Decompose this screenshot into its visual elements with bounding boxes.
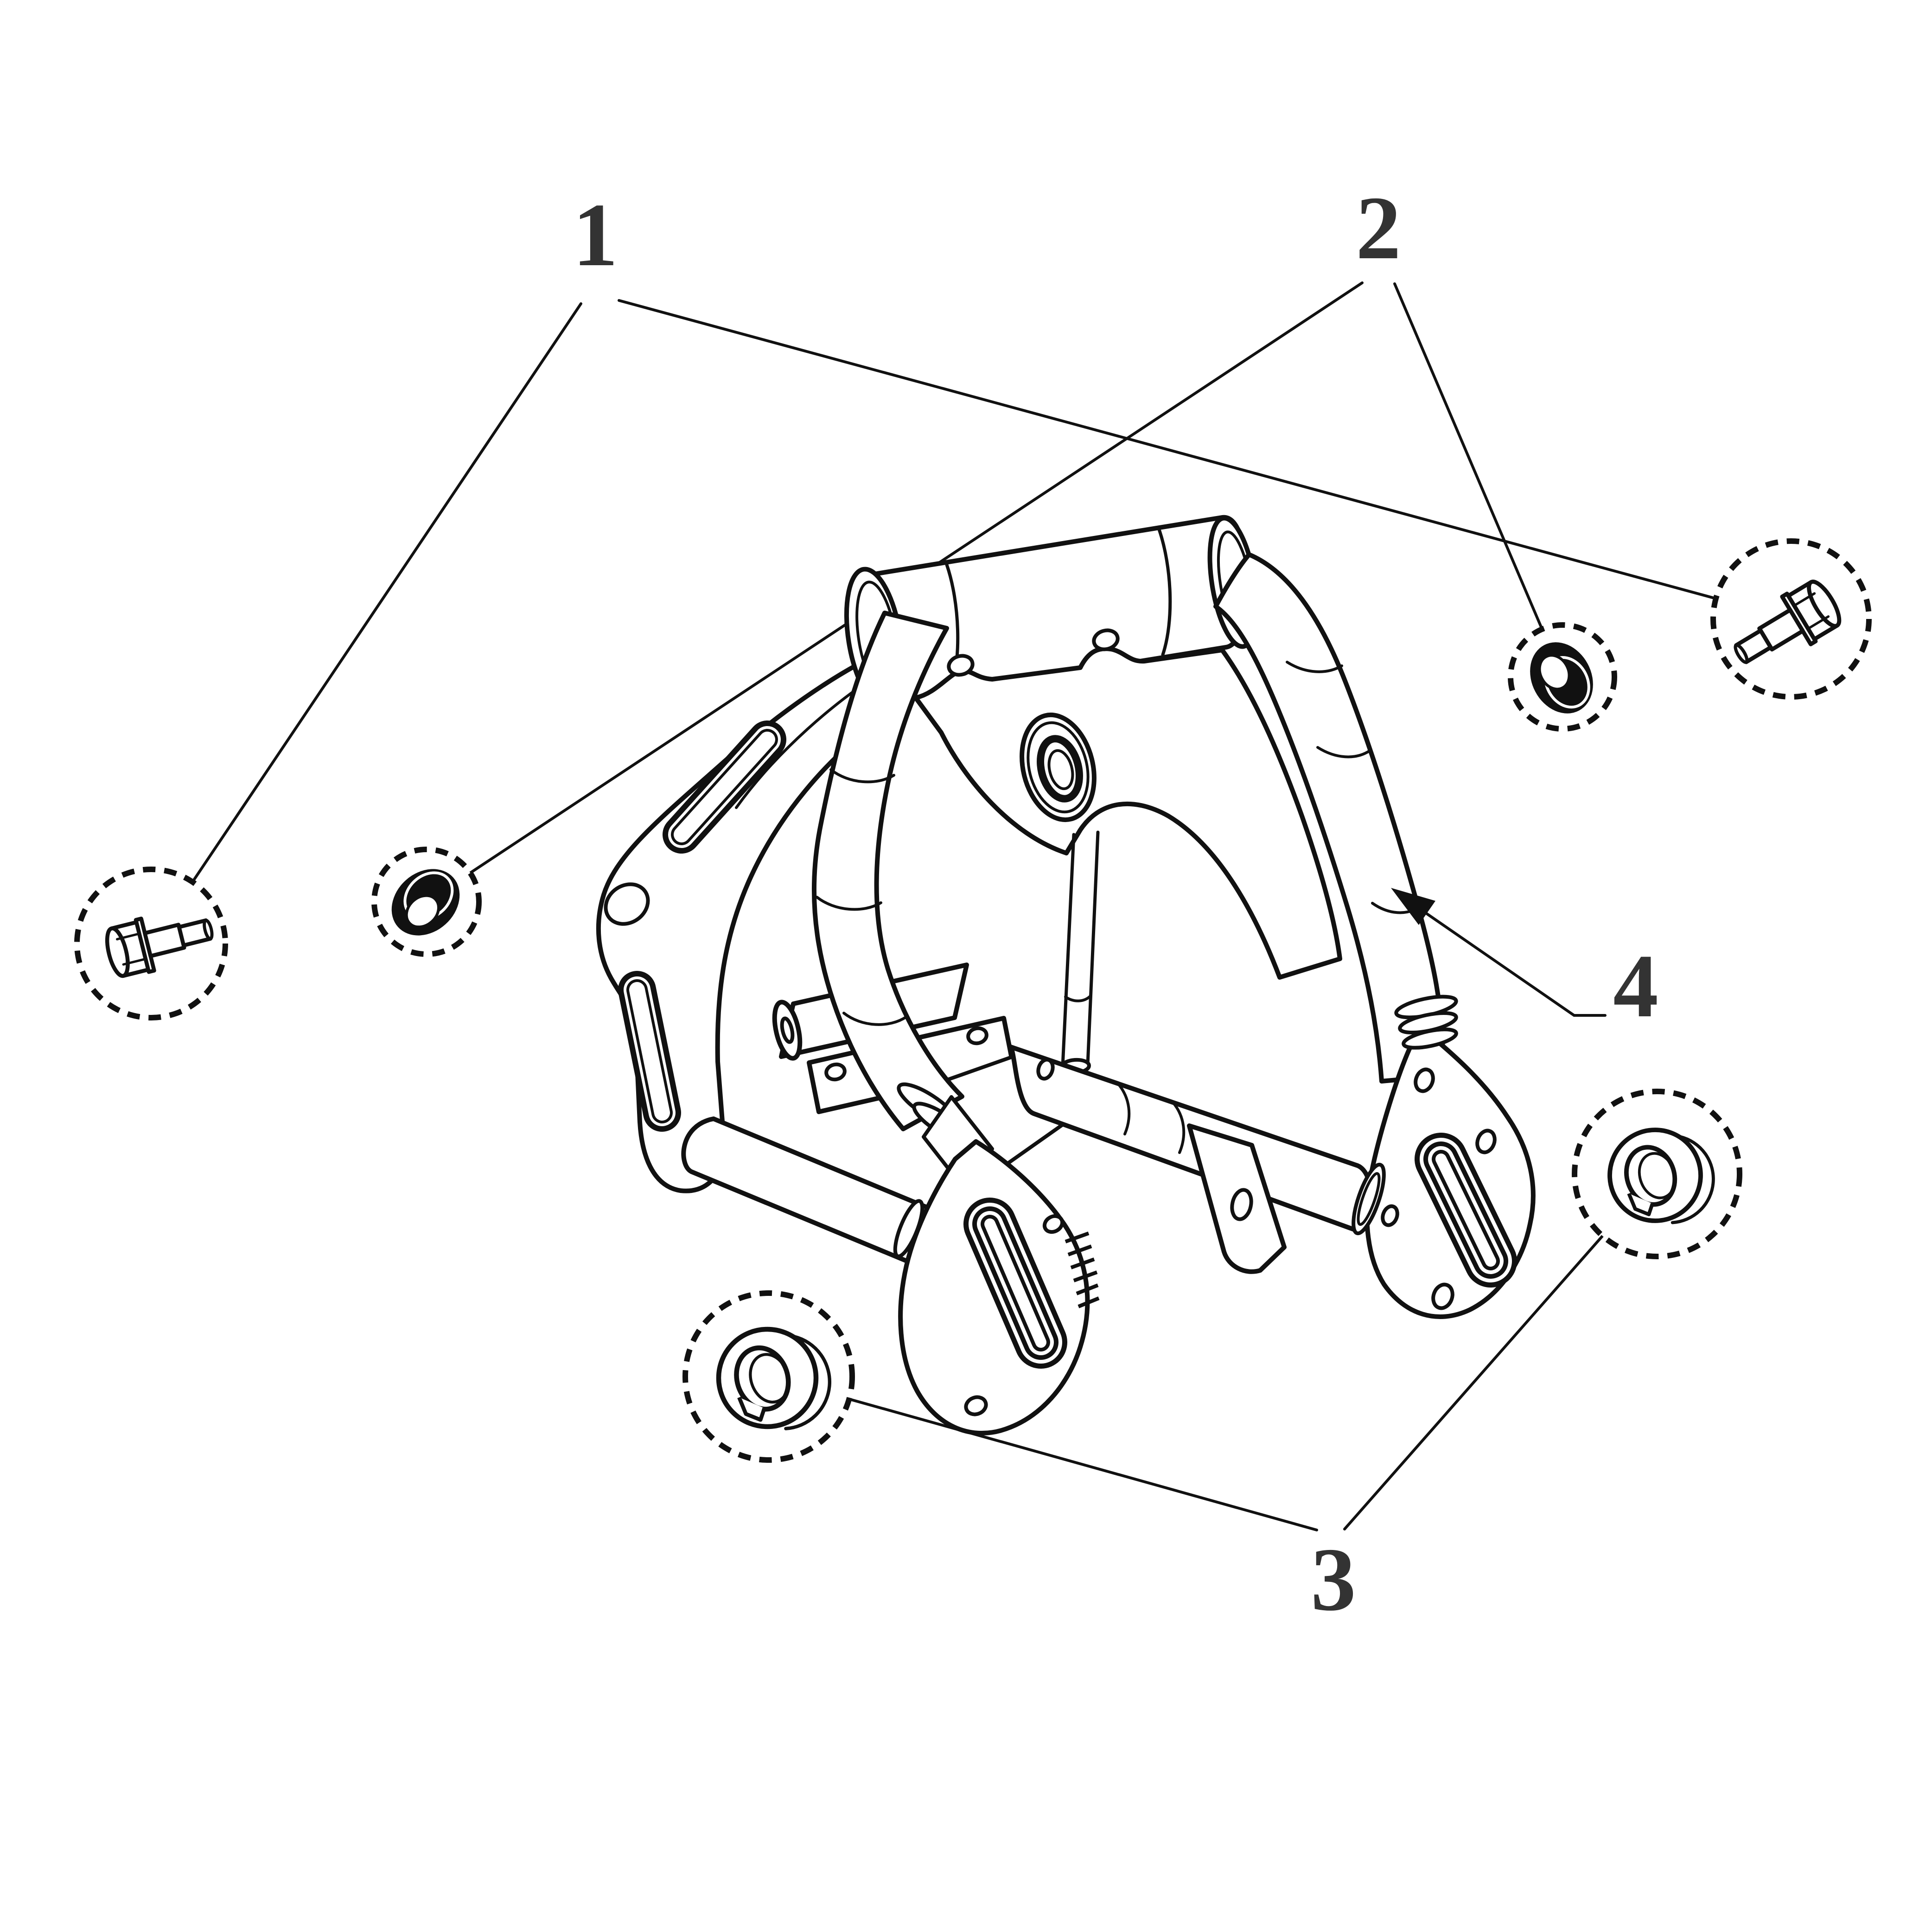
keyway-notch: [737, 1396, 766, 1422]
front-tube-band-3: [842, 1012, 908, 1026]
right-plate-hole-1: [1414, 1067, 1435, 1093]
leader-4: [1403, 897, 1607, 1017]
panel-tab-hole-left: [947, 654, 975, 677]
brace-ring: [1064, 995, 1092, 1002]
detail-circle-washer-left: [371, 847, 482, 957]
bearing-bore: [1037, 735, 1083, 803]
right-tube-ring-3: [1402, 1027, 1458, 1050]
rail-band-2: [1172, 1101, 1186, 1154]
bearing-ring: [1020, 712, 1097, 823]
detail-circle-bolt-left: [74, 867, 228, 1020]
leader-3-to-left-nut: [767, 1375, 1318, 1531]
rail-end-ring: [1352, 1162, 1386, 1236]
brace-left-edge: [1061, 833, 1076, 1068]
keyed-spacer-nut-icon: [716, 1326, 831, 1430]
washer-hole: [405, 894, 440, 929]
tube-band-1: [1286, 661, 1343, 673]
washer-icon: [1530, 642, 1593, 714]
hex-bolt-icon: [105, 917, 214, 978]
shock-cylinder-hole: [780, 1016, 795, 1044]
panel-tab-hole-right: [1092, 628, 1120, 651]
leader-1-to-left-bolt: [150, 302, 582, 945]
washer-icon: [391, 869, 460, 936]
tube-band-2: [1316, 746, 1372, 759]
tab-bracket-hole: [1230, 1188, 1253, 1221]
hex-bolt-icon: [1734, 580, 1842, 664]
left-plate-hole-top: [1042, 1214, 1065, 1234]
leader-1-to-right-bolt: [618, 299, 1792, 620]
bearing-bore-inner: [1047, 749, 1074, 791]
detail-circle-nut-left: [682, 1290, 855, 1463]
pivot-tube-seam-right: [1157, 528, 1172, 657]
left-arm-hole: [604, 882, 650, 926]
left-arm-outline: [596, 641, 907, 1193]
washer-hole: [1538, 654, 1571, 691]
swingarm-assembly: [596, 515, 1536, 1436]
rail-lug-hole: [1036, 1058, 1055, 1081]
front-tube-band-2: [816, 896, 882, 911]
part-number-4: 4: [1613, 936, 1658, 1036]
cross-panel-outline: [913, 646, 1342, 980]
right-axle-plate: [1352, 995, 1536, 1319]
part-numbers: 1 2 3 4: [573, 178, 1658, 1630]
right-plate-hole-4: [1381, 1204, 1399, 1227]
leader-2-to-right-washer: [1393, 282, 1564, 678]
keyed-spacer-nut-icon: [1607, 1128, 1715, 1224]
left-plate-hole-bottom: [964, 1395, 988, 1416]
left-arm-plate: [596, 641, 907, 1193]
adjuster-serrations: [1065, 1231, 1100, 1308]
detail-circle-washer-right: [1508, 622, 1617, 732]
front-left-tube-body: [811, 611, 964, 1131]
bearing-mid: [1027, 721, 1090, 814]
detail-circle-nut-right: [1572, 1089, 1742, 1259]
cross-panel: [913, 628, 1342, 980]
left-axle-plate: [898, 1139, 1100, 1436]
callout-4-pointer: [1391, 888, 1607, 1017]
keyway-notch: [1627, 1192, 1654, 1217]
rail-end-ring-inner: [1357, 1172, 1381, 1226]
brace-right-edge: [1086, 830, 1100, 1066]
part-number-1: 1: [573, 185, 618, 285]
right-arm-tube-body: [1213, 552, 1445, 1084]
arrowhead-icon: [1391, 888, 1435, 925]
part-number-2: 2: [1356, 178, 1401, 278]
front-left-tube: [811, 611, 994, 1190]
brace-tube: [1059, 830, 1100, 1075]
right-plate-hole-3: [1431, 1282, 1454, 1310]
shock-bracket-hole-left: [824, 1062, 847, 1082]
part-number-3: 3: [1311, 1530, 1356, 1630]
detail-circle-bolt-right: [1710, 538, 1872, 700]
rail-band-1: [1117, 1083, 1131, 1135]
front-tube-band-1: [829, 768, 895, 784]
right-plate-hole-2: [1475, 1129, 1497, 1154]
shock-bracket-hole-right: [966, 1026, 988, 1046]
